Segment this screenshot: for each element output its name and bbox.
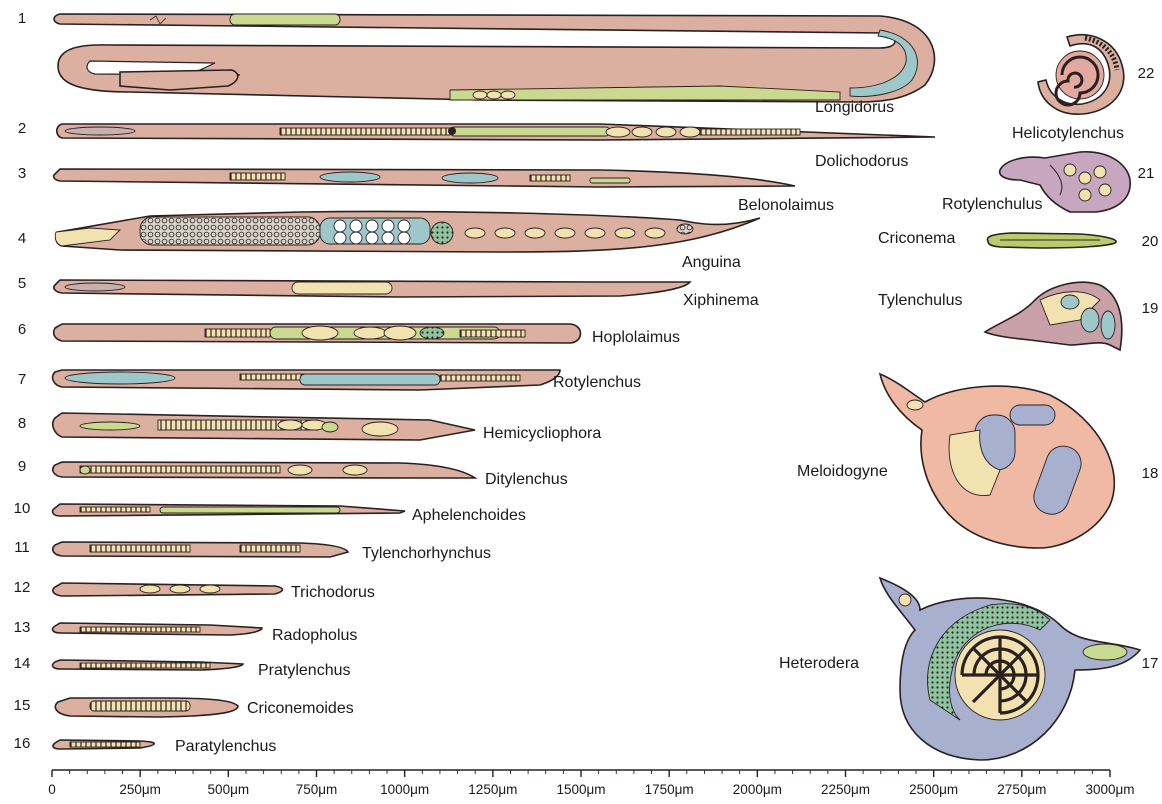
nematode-pratylenchus [53, 660, 243, 670]
specimen-number-criconema: 20 [1142, 233, 1159, 250]
genus-label-tylenchorhynchus: Tylenchorhynchus [362, 545, 491, 562]
specimen-number-xiphinema: 5 [18, 275, 26, 292]
nematode-radopholus [53, 623, 262, 635]
specimen-number-tylenchorhynchus: 11 [14, 539, 30, 556]
scale-tick-label: 2750μm [997, 782, 1046, 797]
nematode-tylenchulus [985, 282, 1122, 350]
specimen-number-belonolaimus: 3 [18, 165, 26, 182]
genus-label-rotylenchus: Rotylenchus [553, 374, 641, 391]
specimen-number-radopholus: 13 [14, 619, 31, 636]
nematode-meloidogyne [880, 374, 1114, 548]
genus-label-hoplolaimus: Hoplolaimus [592, 329, 680, 346]
specimen-number-paratylenchus: 16 [14, 735, 31, 752]
genus-label-trichodorus: Trichodorus [291, 584, 375, 601]
nematode-criconema [987, 233, 1116, 248]
genus-label-radopholus: Radopholus [272, 627, 357, 644]
specimen-number-rotylenchulus: 21 [1138, 165, 1155, 182]
genus-label-criconema: Criconema [878, 230, 955, 247]
nematode-hoplolaimus [54, 324, 581, 343]
genus-label-heterodera: Heterodera [779, 655, 859, 672]
genus-label-belonolaimus: Belonolaimus [738, 197, 834, 214]
nematode-helicotylenchus [1038, 35, 1124, 114]
genus-label-dolichodorus: Dolichodorus [815, 153, 908, 170]
specimen-number-criconemoides: 15 [14, 697, 31, 714]
scale-tick-label: 2250μm [821, 782, 870, 797]
scale-tick-label: 2000μm [733, 782, 782, 797]
genus-label-ditylenchus: Ditylenchus [485, 471, 568, 488]
specimen-number-hemicycliophora: 8 [18, 415, 26, 432]
nematode-anguina [55, 211, 760, 252]
scale-tick-label: 2500μm [909, 782, 958, 797]
genus-label-anguina: Anguina [682, 254, 741, 271]
scale-tick-label: 1250μm [468, 782, 517, 797]
genus-label-criconemoides: Criconemoides [247, 700, 354, 717]
specimen-number-rotylenchus: 7 [18, 371, 26, 388]
specimen-number-longidorus: 1 [18, 10, 26, 27]
nematode-rotylenchus [53, 370, 560, 390]
specimen-number-meloidogyne: 18 [1142, 465, 1159, 482]
specimen-number-heterodera: 17 [1142, 655, 1159, 672]
nematode-xiphinema [54, 280, 690, 297]
nematode-paratylenchus [53, 740, 154, 749]
genus-label-longidorus: Longidorus [815, 99, 894, 116]
nematode-belonolaimus [54, 169, 795, 187]
specimen-number-dolichodorus: 2 [18, 120, 26, 137]
specimen-number-trichodorus: 12 [14, 579, 31, 596]
scale-tick-label: 1750μm [645, 782, 694, 797]
specimen-number-anguina: 4 [18, 230, 26, 247]
scale-tick-label: 1000μm [380, 782, 429, 797]
nematode-hemicycliophora [53, 413, 475, 440]
nematode-longidorus [54, 14, 935, 102]
genus-label-aphelenchoides: Aphelenchoides [412, 507, 526, 524]
specimen-number-hoplolaimus: 6 [18, 321, 26, 338]
genus-label-hemicycliophora: Hemicycliophora [483, 425, 601, 442]
scale-tick-label: 750μm [296, 782, 338, 797]
scale-axis: 0 250μm 500μm 750μm 1000μm 1250μm 1500μm 1750μm… [48, 770, 1134, 797]
genus-label-paratylenchus: Paratylenchus [175, 738, 276, 755]
genus-label-helicotylenchus: Helicotylenchus [1012, 125, 1124, 142]
nematode-aphelenchoides [53, 504, 405, 516]
nematode-trichodorus [53, 583, 283, 596]
specimen-number-ditylenchus: 9 [18, 458, 26, 475]
genus-label-pratylenchus: Pratylenchus [258, 662, 351, 679]
genus-label-xiphinema: Xiphinema [683, 292, 759, 309]
scale-tick-label: 250μm [119, 782, 161, 797]
scale-tick-label: 0 [48, 782, 56, 797]
specimen-number-aphelenchoides: 10 [14, 500, 31, 517]
scale-tick-label: 1500μm [556, 782, 605, 797]
scale-tick-label: 500μm [208, 782, 250, 797]
nematode-heterodera [880, 578, 1140, 760]
genus-label-tylenchulus: Tylenchulus [878, 292, 963, 309]
nematode-tylenchorhynchus [53, 542, 348, 557]
specimen-number-pratylenchus: 14 [14, 655, 31, 672]
specimen-number-helicotylenchus: 22 [1138, 65, 1155, 82]
specimen-number-tylenchulus: 19 [1142, 300, 1159, 317]
scale-tick-label: 3000μm [1085, 782, 1134, 797]
genus-label-rotylenchulus: Rotylenchulus [942, 196, 1043, 213]
genus-label-meloidogyne: Meloidogyne [797, 463, 888, 480]
nematode-ditylenchus [53, 462, 475, 478]
nematode-criconemoides [55, 698, 238, 717]
nematode-dolichodorus [57, 124, 935, 140]
